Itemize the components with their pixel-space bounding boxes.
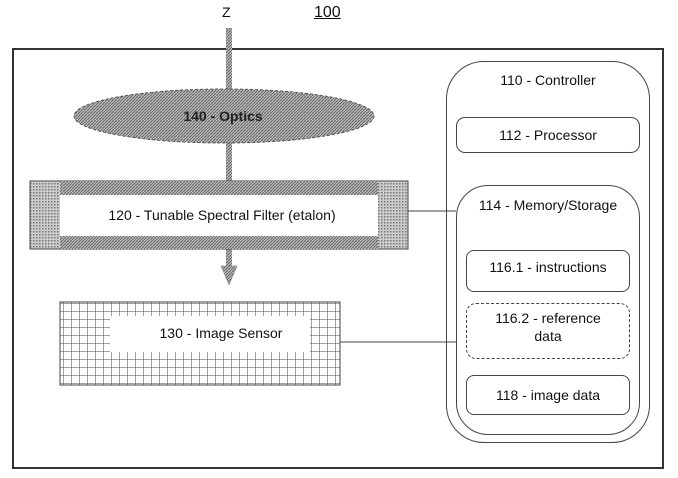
filter-cavity bbox=[60, 195, 378, 236]
optics-lens bbox=[73, 88, 375, 144]
memory-label: 114 - Memory/Storage bbox=[478, 197, 618, 213]
instructions-box: 116.1 - instructions bbox=[466, 250, 630, 292]
controller-box bbox=[446, 61, 650, 443]
z-axis-beam bbox=[226, 28, 232, 268]
processor-label: 112 - Processor bbox=[499, 127, 597, 143]
reference-data-label: 116.2 - reference data bbox=[495, 310, 601, 344]
sensor-label: 130 - Image Sensor bbox=[159, 325, 283, 341]
memory-box bbox=[456, 185, 640, 435]
filter-plate-top bbox=[60, 181, 378, 195]
image-data-label: 118 - image data bbox=[495, 386, 601, 403]
figure-number: 100 bbox=[314, 4, 341, 21]
instructions-label: 116.1 - instructions bbox=[489, 259, 607, 275]
controller-label: 110 - Controller bbox=[500, 72, 596, 88]
filter-plate-bottom bbox=[60, 236, 378, 249]
beam-arrowhead bbox=[220, 265, 238, 286]
image-data-box: 118 - image data bbox=[466, 375, 630, 415]
system-boundary bbox=[12, 48, 664, 469]
processor-box: 112 - Processor bbox=[456, 117, 640, 153]
reference-data-box: 116.2 - reference data bbox=[466, 303, 630, 359]
filter-label: 120 - Tunable Spectral Filter (etalon) bbox=[108, 207, 336, 223]
z-axis-label: Z bbox=[222, 4, 231, 20]
sensor-label-area bbox=[110, 316, 310, 352]
optics-label: 140 - Optics bbox=[183, 108, 263, 124]
